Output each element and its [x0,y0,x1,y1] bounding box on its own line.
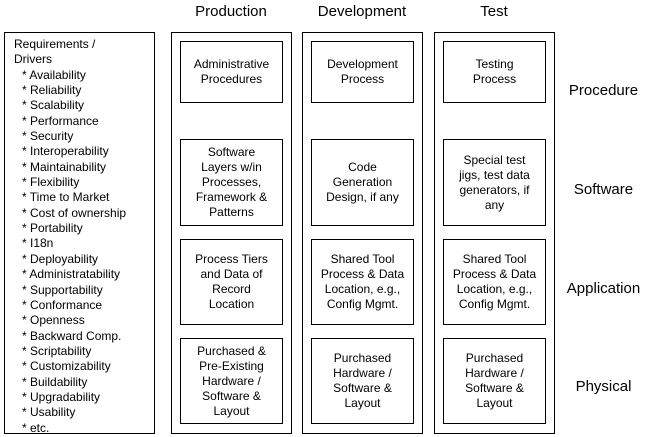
requirement-item: * Buildability [22,374,88,389]
requirement-item: * Interoperability [22,144,109,159]
requirement-item: * Scriptability [22,343,92,358]
requirement-item: * etc. [22,420,50,435]
column-test: Testing Process Special test jigs, test … [434,32,555,434]
requirement-item: * Cost of ownership [22,205,127,220]
row-label-physical: Physical [575,378,632,395]
cell-test-physical: Purchased Hardware / Software & Layout [443,338,546,424]
cell-development-procedure: Development Process [311,41,414,103]
cell-production-procedure: Administrative Procedures [180,41,283,103]
requirement-item: * Security [22,129,74,144]
requirement-item: * Upgradability [22,389,101,404]
requirement-item: * Openness [22,313,85,328]
cell-test-procedure: Testing Process [443,41,546,103]
cell-test-application: Shared Tool Process & Data Location, e.g… [443,239,546,325]
cell-production-physical: Purchased & Pre-Existing Hardware / Soft… [180,338,283,424]
cell-development-software: Code Generation Design, if any [311,139,414,226]
row-label-procedure: Procedure [568,82,639,99]
requirements-box: Requirements / Drivers * Availability * … [4,32,155,436]
column-header-test: Test [480,3,508,20]
requirement-item: * Conformance [22,297,103,312]
requirement-item: * Supportability [22,282,103,297]
row-label-software: Software [573,181,634,198]
requirement-item: * Deployability [22,251,99,266]
requirement-item: * Customizability [22,359,111,374]
requirement-item: * Time to Market [22,190,110,205]
cell-production-software: Software Layers w/in Processes, Framewor… [180,139,283,226]
column-production: Administrative Procedures Software Layer… [171,32,292,434]
requirement-item: * Flexibility [22,175,80,190]
requirement-item: * Scalability [22,98,85,113]
requirements-list: * Availability * Reliability * Scalabili… [14,68,154,436]
cell-production-application: Process Tiers and Data of Record Locatio… [180,239,283,325]
requirement-item: * Performance [22,113,99,128]
column-header-production: Production [195,3,267,20]
requirement-item: * Usability [22,405,76,420]
row-label-application: Application [566,280,641,297]
requirements-title: Requirements / Drivers [14,37,96,67]
requirement-item: * I18n [22,236,54,251]
cell-development-physical: Purchased Hardware / Software & Layout [311,338,414,424]
column-header-development: Development [317,3,407,20]
requirement-item: * Administratability [22,267,121,282]
cell-test-software: Special test jigs, test data generators,… [443,139,546,226]
requirement-item: * Backward Comp. [22,328,122,343]
requirement-item: * Maintainability [22,159,107,174]
requirement-item: * Availability [22,67,86,82]
requirement-item: * Reliability [22,83,82,98]
column-development: Development Process Code Generation Desi… [302,32,423,434]
cell-development-application: Shared Tool Process & Data Location, e.g… [311,239,414,325]
requirement-item: * Portability [22,221,83,236]
